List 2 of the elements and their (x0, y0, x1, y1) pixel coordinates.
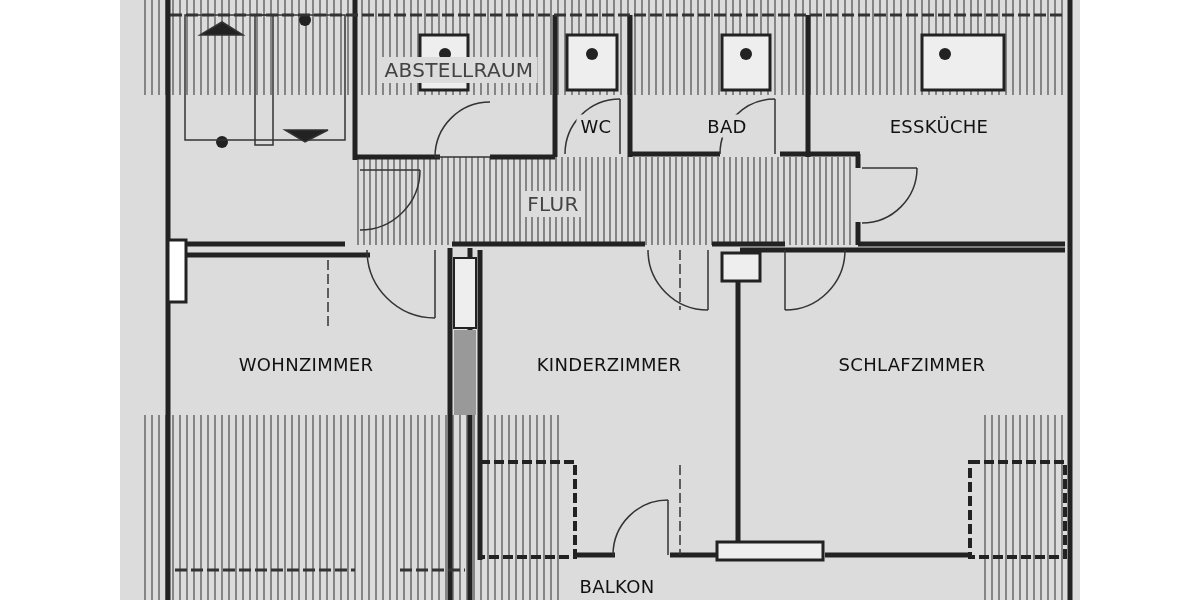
room-label: FLUR (523, 191, 583, 217)
room-label: ABSTELLRAUM (380, 57, 538, 83)
